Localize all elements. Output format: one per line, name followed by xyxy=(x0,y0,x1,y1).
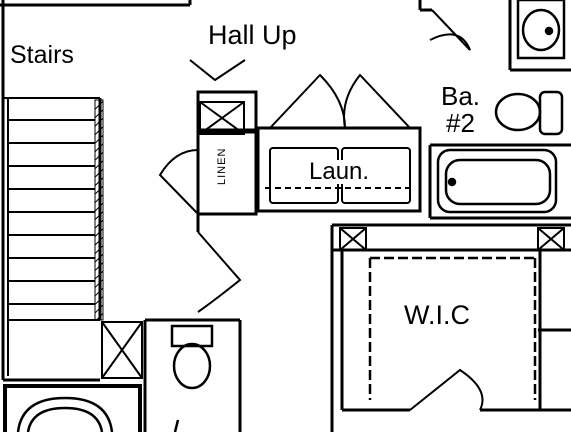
bath-label-line1: Ba. xyxy=(441,81,481,111)
hall-label: Hall Up xyxy=(208,20,297,50)
chase-boxes xyxy=(101,101,565,379)
bath-label: Ba. #2 xyxy=(441,83,480,137)
lower-bath-fixtures xyxy=(16,324,214,432)
stair-rail xyxy=(94,99,104,321)
stair-treads xyxy=(3,97,100,376)
laundry-label: Laun. xyxy=(307,158,372,185)
bath-fixtures xyxy=(436,0,566,214)
door-swings xyxy=(158,9,484,411)
closet-label: W.I.C xyxy=(404,300,470,330)
linen-label-box: LINEN xyxy=(216,148,244,207)
linen-label: LINEN xyxy=(216,147,228,185)
bath-label-line2: #2 xyxy=(446,108,475,138)
stairs-label: Stairs xyxy=(10,41,74,69)
closet-shelving xyxy=(368,256,537,400)
